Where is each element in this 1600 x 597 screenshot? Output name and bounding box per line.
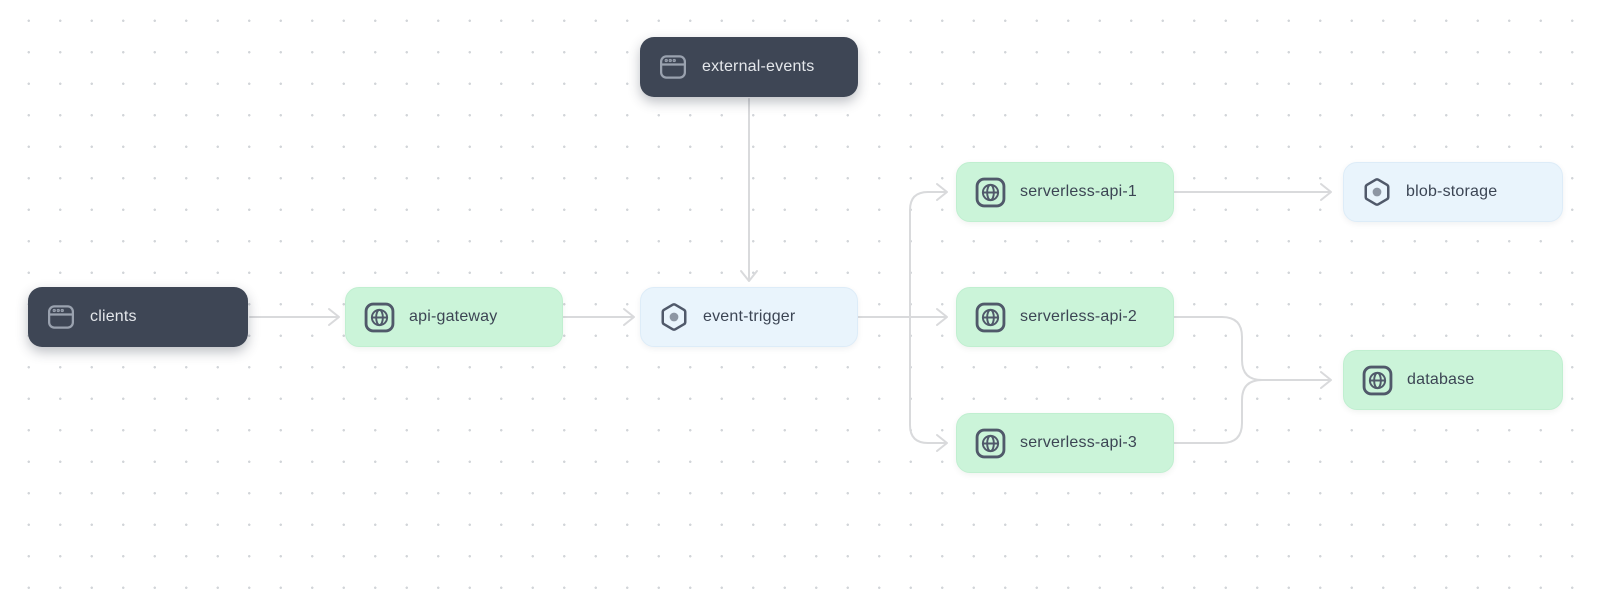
hexagon-dot-icon xyxy=(1362,177,1392,207)
hexagon-dot-icon xyxy=(659,302,689,332)
node-serverless-api-2[interactable]: serverless-api-2 xyxy=(956,287,1174,347)
node-label: external-events xyxy=(702,58,815,75)
node-label: serverless-api-1 xyxy=(1020,183,1138,200)
edge-clients-to-api-gateway xyxy=(249,308,340,326)
node-clients[interactable]: clients xyxy=(28,287,248,347)
globe-icon xyxy=(975,428,1006,459)
edge-event-trigger-to-serverless-api-2 xyxy=(857,308,948,326)
edge-serverless-api-2-to-database xyxy=(1173,316,1332,389)
node-label: serverless-api-3 xyxy=(1020,434,1138,451)
node-label: database xyxy=(1407,371,1475,388)
node-database[interactable]: database xyxy=(1343,350,1563,410)
globe-icon xyxy=(975,302,1006,333)
node-blob-storage[interactable]: blob-storage xyxy=(1343,162,1563,222)
edge-external-events-to-event-trigger xyxy=(740,98,758,282)
node-serverless-api-3[interactable]: serverless-api-3 xyxy=(956,413,1174,473)
node-label: blob-storage xyxy=(1406,183,1498,200)
edge-api-gateway-to-event-trigger xyxy=(562,308,635,326)
node-serverless-api-1[interactable]: serverless-api-1 xyxy=(956,162,1174,222)
node-label: clients xyxy=(90,308,137,325)
edge-serverless-api-1-to-blob-storage xyxy=(1173,183,1332,201)
edge-serverless-api-3-to-database xyxy=(1173,379,1263,444)
node-external-events[interactable]: external-events xyxy=(640,37,858,97)
app-window-icon xyxy=(658,52,688,82)
node-label: api-gateway xyxy=(409,308,498,325)
globe-icon xyxy=(975,177,1006,208)
edge-event-trigger-to-serverless-api-3 xyxy=(909,316,948,452)
edge-event-trigger-to-serverless-api-1 xyxy=(909,183,948,318)
node-api-gateway[interactable]: api-gateway xyxy=(345,287,563,347)
globe-icon xyxy=(1362,365,1393,396)
globe-icon xyxy=(364,302,395,333)
node-label: serverless-api-2 xyxy=(1020,308,1138,325)
app-window-icon xyxy=(46,302,76,332)
node-event-trigger[interactable]: event-trigger xyxy=(640,287,858,347)
node-label: event-trigger xyxy=(703,308,796,325)
